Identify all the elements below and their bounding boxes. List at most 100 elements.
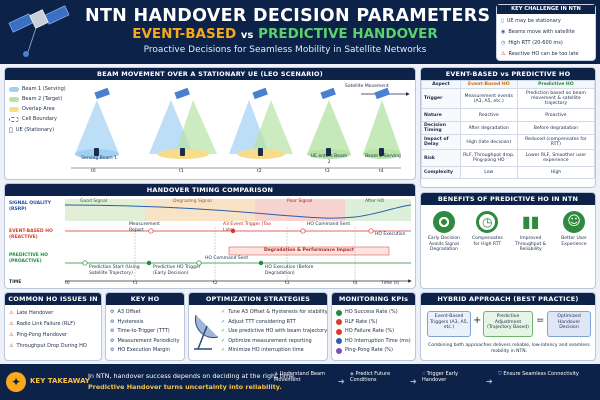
satellite-stage-t1 bbox=[149, 87, 217, 159]
table-header-row: Aspect Event-Based HO Predictive HO bbox=[421, 80, 595, 89]
check-icon: ✓ bbox=[221, 318, 226, 325]
zone-good-signal: Good Signal bbox=[80, 199, 108, 204]
shield-icon: ⛉ bbox=[498, 371, 502, 377]
takeaway-line2: Predictive Handover turns uncertainty in… bbox=[88, 383, 282, 391]
issue-item: ⚠Late Handover bbox=[9, 308, 97, 319]
strategy-item: ✓Use predictive HO with beam trajectory bbox=[221, 327, 327, 337]
satellite-icon: ✈ bbox=[274, 371, 279, 377]
issue-item: ⚠Ping-Pong Handover bbox=[9, 330, 97, 341]
page-tagline: Proactive Decisions for Seamless Mobilit… bbox=[143, 45, 427, 55]
challenge-item: ⚠Reactive HO can be too late bbox=[501, 49, 591, 60]
subtitle-vs: vs bbox=[240, 30, 254, 41]
clock-icon: ◷ bbox=[476, 211, 499, 233]
gear-icon: ⚙ bbox=[110, 328, 115, 334]
comparison-table: Aspect Event-Based HO Predictive HO Trig… bbox=[421, 80, 595, 179]
time-unit-label: Time (s) bbox=[381, 281, 400, 286]
legend-ue: ▯UE (Stationary) bbox=[9, 126, 55, 134]
check-icon: ✓ bbox=[221, 347, 226, 353]
kpi-item: Ping-Pong Rate (%) bbox=[336, 346, 411, 356]
hybrid-equals: = bbox=[536, 315, 545, 326]
timing-panel: HANDOVER TIMING COMPARISON SIGNAL QUALIT… bbox=[4, 183, 416, 289]
predictive-step-execution: HO Execution (Before Degradation) bbox=[265, 265, 314, 276]
params-panel: KEY HO PARAMETERS ⚙A3 Offset ⚙Hysteresis… bbox=[105, 292, 185, 361]
issue-item: ⚠Throughput Drop During HO bbox=[9, 341, 97, 352]
beam-legend: Beam 1 (Serving) Beam 2 (Target) Overlap… bbox=[9, 86, 69, 138]
benefit-item: ▮▮ Improved Throughput & Reliability bbox=[515, 212, 547, 252]
param-item: ⚙HO Execution Margin bbox=[110, 346, 180, 356]
trigger-icon: ☝ bbox=[422, 371, 426, 377]
benefit-item: ◷ Compensates for High RTT bbox=[468, 211, 506, 253]
label-ue-enters-beam2: UE enters Beam 2 bbox=[310, 154, 348, 165]
kpi-item: HO Failure Rate (%) bbox=[336, 327, 411, 337]
optimization-panel: OPTIMIZATION STRATEGIES ✓Tune A3 Offset … bbox=[188, 292, 328, 361]
timing-t1: t1 bbox=[133, 281, 138, 286]
param-item: ⚙Measurement Periodicity bbox=[110, 337, 180, 347]
event-step-execution: HO Execution bbox=[375, 232, 406, 237]
kpi-item: HO Success Rate (%) bbox=[336, 308, 411, 318]
subtitle-event-based: EVENT-BASED bbox=[132, 26, 237, 42]
arrow-icon: ➔ bbox=[338, 377, 345, 386]
takeaway-step: ⛉ Ensure Seamless Connectivity bbox=[498, 371, 579, 377]
check-icon: ✓ bbox=[221, 337, 226, 344]
rlf-icon bbox=[336, 319, 342, 326]
hybrid-panel: HYBRID APPROACH (BEST PRACTICE) Event-Ba… bbox=[420, 292, 596, 361]
legend-beam1: Beam 1 (Serving) bbox=[9, 86, 69, 92]
key-challenge-panel: KEY CHALLENGE IN NTN ▯UE may be stationa… bbox=[496, 4, 596, 61]
timing-diagram bbox=[65, 199, 412, 283]
benefit-item: ☺ Better User Experience bbox=[555, 211, 593, 253]
kpis-panel: MONITORING KPIs HO Success Rate (%) RLF … bbox=[331, 292, 416, 361]
predictive-step-trigger: Predictive HO Trigger (Early Decision) bbox=[153, 265, 201, 276]
kpi-item: HO Interruption Time (ms) bbox=[336, 337, 411, 347]
issues-panel: COMMON HO ISSUES IN NTN ⚠Late Handover ⚠… bbox=[4, 292, 102, 361]
predictive-step-command: HO Command Sent bbox=[205, 256, 249, 261]
time-axis-label: TIME bbox=[9, 280, 22, 285]
issues-title: COMMON HO ISSUES IN NTN bbox=[5, 293, 101, 315]
kpis-title: MONITORING KPIs bbox=[332, 293, 415, 305]
event-step-command: HO Command Sent bbox=[307, 222, 351, 227]
predict-icon: ◈ bbox=[350, 371, 354, 377]
hybrid-plus: + bbox=[473, 315, 482, 326]
satellite-stage-t2 bbox=[229, 87, 293, 159]
strategy-item: ✓Adjust TTT considering RTT bbox=[221, 318, 323, 328]
challenge-item: ▯UE may be stationary bbox=[501, 16, 591, 27]
time-t2: t2 bbox=[257, 169, 262, 174]
check-icon: ✓ bbox=[221, 309, 226, 315]
timing-t4: t4 bbox=[353, 281, 358, 286]
satellite-movement-label: Satellite Movement bbox=[345, 84, 389, 89]
subtitle-predictive: PREDICTIVE HANDOVER bbox=[258, 26, 438, 42]
warning-icon: ⚠ bbox=[501, 51, 506, 57]
predictive-step-start: Prediction Start (Using Satellite Trajec… bbox=[89, 265, 140, 276]
comparison-title: EVENT-BASED vs PREDICTIVE HO bbox=[421, 68, 595, 80]
params-title: KEY HO PARAMETERS bbox=[106, 293, 184, 315]
label-serving-beam1: Serving Beam 1 bbox=[81, 156, 117, 161]
strategy-item: ✓Optimize measurement reporting bbox=[221, 337, 323, 347]
issue-item: ⚠Radio Link Failure (RLF) bbox=[9, 319, 97, 330]
time-t4: t4 bbox=[379, 169, 384, 174]
arrow-icon: ➔ bbox=[486, 377, 493, 386]
timing-t0: t0 bbox=[65, 281, 70, 286]
kpi-item: RLF Rate (%) bbox=[336, 318, 411, 328]
satellite-icon bbox=[8, 5, 70, 57]
warning-icon: ⚠ bbox=[9, 343, 14, 349]
benefits-panel: BENEFITS OF PREDICTIVE HO IN NTN Early D… bbox=[420, 192, 596, 289]
hybrid-box-optimized: Optimized Handover Decision bbox=[547, 311, 591, 337]
event-step-measurement: Measurement Report bbox=[129, 222, 160, 233]
beam-scenario-diagram bbox=[71, 87, 410, 169]
benefit-item: Early Decision Avoids Signal Degradation bbox=[425, 211, 463, 253]
param-item: ⚙A3 Offset bbox=[110, 308, 180, 318]
timing-title: HANDOVER TIMING COMPARISON bbox=[5, 184, 415, 196]
gear-icon: ⚙ bbox=[110, 309, 115, 315]
page-subtitle: EVENT-BASED vs PREDICTIVE HANDOVER bbox=[85, 26, 485, 42]
gear-icon: ⚙ bbox=[110, 337, 115, 344]
failure-icon bbox=[336, 328, 342, 335]
success-icon bbox=[336, 309, 342, 316]
time-t1: t1 bbox=[179, 169, 184, 174]
param-item: ⚙Time-to-Trigger (TTT) bbox=[110, 327, 180, 337]
beam-panel-title: BEAM MOVEMENT OVER A STATIONARY UE (LEO … bbox=[5, 68, 415, 80]
label-beam2-serving: Beam 2 Serving bbox=[365, 154, 401, 159]
